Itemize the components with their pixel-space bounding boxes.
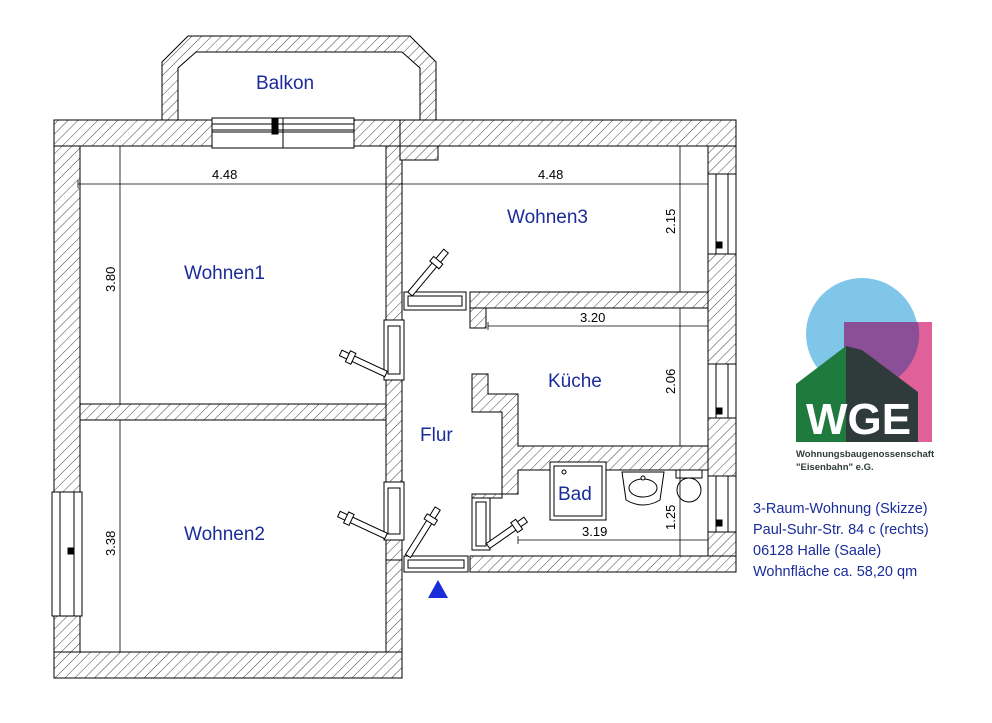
room-label-wohnen1: Wohnen1 bbox=[184, 263, 265, 284]
wall-wohnen3-kueche bbox=[469, 291, 709, 309]
dimension-lines bbox=[77, 145, 709, 653]
sink-icon bbox=[621, 471, 665, 506]
window-kueche bbox=[707, 363, 737, 419]
door-frame-entrance bbox=[403, 555, 469, 573]
wall-top-right bbox=[399, 119, 737, 147]
door-leaf-wohnen1 bbox=[338, 349, 388, 378]
door-leaf-wohnen3 bbox=[406, 248, 449, 297]
wall-flur-bad bbox=[471, 493, 503, 499]
wge-logo: WGE Wohnungsbaugenossenschaft "Eisenbahn… bbox=[796, 278, 935, 473]
wall-notch-top bbox=[399, 145, 439, 161]
shower-icon bbox=[549, 461, 607, 521]
wall-bottom-left bbox=[53, 651, 403, 679]
door-frame-wohnen2 bbox=[383, 481, 405, 541]
info-area: Wohnfläche ca. 58,20 qm bbox=[753, 564, 918, 580]
info-street: Paul-Suhr-Str. 84 c (rechts) bbox=[753, 522, 929, 538]
dim-wohnen1-width: 4.48 bbox=[212, 167, 237, 182]
room-label-kueche: Küche bbox=[548, 371, 602, 392]
wall-wohnen1-flur bbox=[385, 145, 403, 321]
room-label-wohnen2: Wohnen2 bbox=[184, 524, 265, 545]
door-leaf-wohnen2 bbox=[336, 510, 388, 540]
logo-line2: "Eisenbahn" e.G. bbox=[796, 462, 874, 473]
dim-kueche-height: 2.06 bbox=[663, 369, 678, 394]
window-bad bbox=[707, 475, 737, 533]
door-leaf-entrance bbox=[404, 506, 441, 559]
window-wohnen2 bbox=[51, 491, 83, 617]
house-dark-icon bbox=[862, 350, 918, 442]
wall-wohnen1-flur-2 bbox=[385, 379, 403, 483]
interior-walls bbox=[79, 145, 709, 561]
entrance-arrow-icon bbox=[428, 580, 448, 598]
dim-wohnen1-height: 3.80 bbox=[103, 267, 118, 292]
dim-wohnen2-height: 3.38 bbox=[103, 531, 118, 556]
wall-bottom-right bbox=[469, 555, 737, 573]
logo-line1: Wohnungsbaugenossenschaft bbox=[796, 449, 935, 460]
door-frame-wohnen1 bbox=[383, 319, 405, 381]
room-label-bad: Bad bbox=[558, 484, 592, 505]
dim-bad-height: 1.25 bbox=[663, 505, 678, 530]
info-city: 06128 Halle (Saale) bbox=[753, 543, 882, 559]
door-leaves bbox=[336, 248, 529, 559]
wall-flur-kueche bbox=[471, 373, 709, 495]
balcony-window bbox=[211, 117, 355, 149]
apartment-info: 3-Raum-Wohnung (Skizze) Paul-Suhr-Str. 8… bbox=[753, 499, 929, 583]
wall-wohnen2-flur bbox=[385, 539, 403, 561]
wall-kueche-corner bbox=[469, 307, 487, 329]
doors bbox=[383, 291, 491, 573]
room-label-flur: Flur bbox=[420, 425, 453, 446]
dim-kueche-width: 3.20 bbox=[580, 310, 605, 325]
door-leaf-bad bbox=[485, 516, 529, 550]
toilet-icon bbox=[675, 469, 703, 503]
house-roof-icon bbox=[846, 346, 862, 442]
wall-flur-left-lower bbox=[385, 555, 403, 653]
dim-wohnen3-width: 4.48 bbox=[538, 167, 563, 182]
info-type: 3-Raum-Wohnung (Skizze) bbox=[753, 501, 928, 517]
door-frame-bad bbox=[471, 497, 491, 551]
windows bbox=[51, 117, 737, 617]
dim-wohnen3-height: 2.15 bbox=[663, 209, 678, 234]
dim-bad-width: 3.19 bbox=[582, 524, 607, 539]
wall-wohnen1-wohnen2 bbox=[79, 403, 387, 421]
sanitary bbox=[549, 461, 703, 521]
house-green-icon bbox=[796, 346, 846, 442]
room-label-balkon: Balkon bbox=[256, 73, 314, 94]
room-label-wohnen3: Wohnen3 bbox=[507, 207, 588, 228]
window-wohnen3 bbox=[707, 173, 737, 255]
logo-letters: WGE bbox=[806, 395, 911, 444]
